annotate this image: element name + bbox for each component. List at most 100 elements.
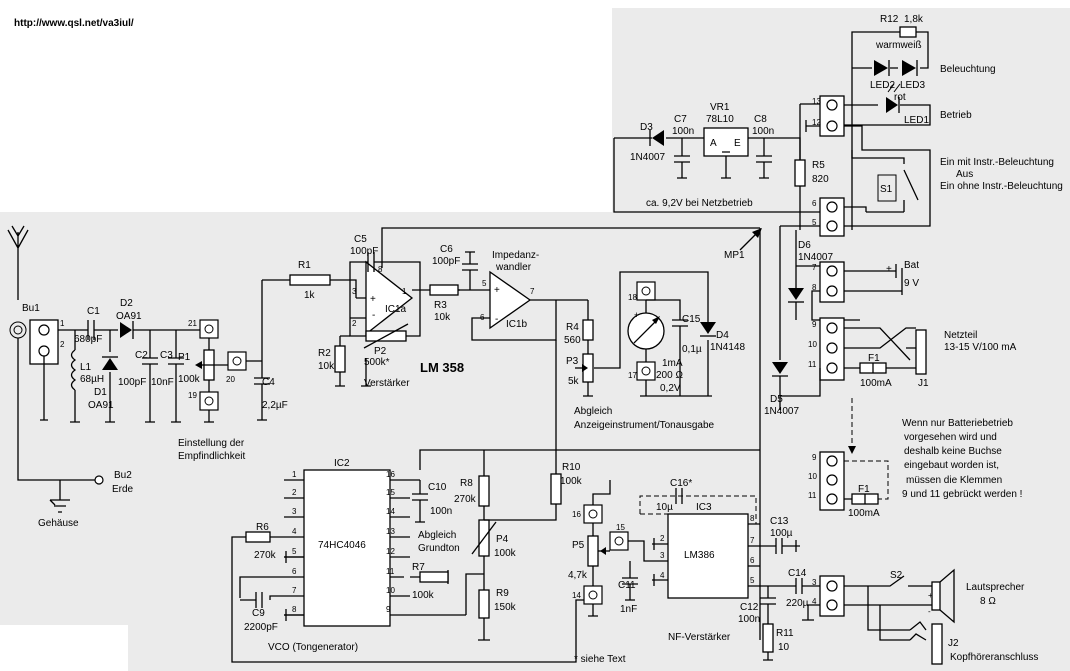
einst-label-2: Empfindlichkeit: [178, 451, 245, 462]
note-line-6: 9 und 11 gebrückt werden !: [902, 489, 1022, 500]
pin-label: 16: [386, 470, 395, 479]
s1-label: S1: [880, 184, 893, 195]
pin-label: 6: [750, 556, 755, 565]
switch-pos-2: Aus: [956, 169, 973, 180]
impedanz-label-2: wandler: [495, 262, 532, 273]
netzteil-value: 13-15 V/100 mA: [944, 342, 1017, 353]
pin-label: 13: [812, 97, 821, 106]
pin-label: 14: [386, 507, 395, 516]
pin-label: 16: [572, 510, 581, 519]
c7-value: 100n: [672, 126, 694, 137]
r4-value: 560: [564, 335, 581, 346]
bat-value: 9 V: [904, 278, 919, 289]
lm358-label: LM 358: [420, 360, 464, 375]
rot-label: rot: [894, 92, 906, 103]
c16-value: 10µ: [656, 502, 673, 513]
pin-label: 7: [292, 586, 297, 595]
ic3-chip: [667, 513, 749, 599]
abgleich-label-2: Anzeigeinstrument/Tonausgabe: [574, 420, 715, 431]
warmweiss-label: warmweiß: [875, 40, 922, 51]
meter-value-1: 1mA: [662, 358, 683, 369]
r3-label: R3: [434, 300, 447, 311]
r6-label: R6: [256, 522, 269, 533]
p4-label: P4: [496, 534, 509, 545]
pin-label: 19: [188, 391, 197, 400]
vco-label: VCO (Tongenerator): [268, 642, 358, 653]
r12-label: R12: [880, 14, 899, 25]
p5-label: P5: [572, 540, 585, 551]
d5-value: 1N4007: [764, 406, 799, 417]
minus-sign: -: [372, 310, 375, 321]
r12-value: 1,8k: [904, 14, 924, 25]
note-line-2: vorgesehen wird und: [904, 432, 997, 443]
c9-label: C9: [252, 608, 265, 619]
d1-label: D1: [94, 387, 107, 398]
r11-value: 10: [778, 642, 790, 653]
beleuchtung-label: Beleuchtung: [940, 64, 996, 75]
r9-value: 150k: [494, 602, 517, 613]
c2-value: 100pF: [118, 377, 146, 388]
verstaerker-label: Verstärker: [364, 378, 410, 389]
plus-sign: +: [634, 310, 639, 320]
pin-label: 8: [750, 514, 755, 523]
pin-label: 3: [292, 507, 297, 516]
pin-label: 5: [812, 218, 817, 227]
plus-sign: +: [886, 264, 892, 275]
pin-label: 2: [292, 488, 297, 497]
pin-label: 6: [292, 567, 297, 576]
led3-label: LED3: [900, 80, 925, 91]
terminal-18: [636, 281, 656, 301]
pin-label: 1: [402, 287, 407, 296]
vr1-value: 78L10: [706, 114, 734, 125]
c13-value: 100µ: [770, 528, 793, 539]
meter-value-3: 0,2V: [660, 383, 681, 394]
l1-value: 68µH: [80, 374, 104, 385]
p1-label: P1: [178, 352, 191, 363]
pin-label: 10: [808, 340, 817, 349]
r7-value: 100k: [412, 590, 435, 601]
c11-value: 1nF: [620, 604, 637, 615]
speaker-icon: [931, 568, 955, 624]
pin-label: 4: [660, 571, 665, 580]
r6-value: 270k: [254, 550, 277, 561]
p3-label: P3: [566, 356, 579, 367]
pin-label: 15: [386, 488, 395, 497]
vr-e-label: E: [734, 138, 741, 149]
c4-label: C4: [262, 377, 275, 388]
pin-label: 10: [386, 586, 395, 595]
c16-label: C16*: [670, 478, 692, 489]
pin-label: 1: [60, 319, 65, 328]
pin-label: 13: [386, 527, 395, 536]
c9-value: 2200pF: [244, 622, 278, 633]
terminal-17: [636, 361, 656, 381]
s2-label: S2: [890, 570, 903, 581]
pin-label: 15: [616, 523, 625, 532]
c11-label: C11: [618, 580, 636, 591]
c15-label: C15: [682, 314, 701, 325]
vr1-label: VR1: [710, 102, 730, 113]
c12-value: 100n: [738, 614, 760, 625]
terminal-21: [199, 319, 219, 339]
p4-value: 100k: [494, 548, 517, 559]
f1-label: F1: [858, 484, 870, 495]
plus-sign: +: [494, 285, 500, 296]
pin-label: 4: [812, 597, 817, 606]
terminal-14: [583, 585, 603, 605]
c12-label: C12: [740, 602, 759, 613]
ic1a-opamp: [365, 260, 414, 336]
pin-label: 11: [808, 491, 817, 500]
minus-sign: -: [928, 607, 931, 616]
c8-value: 100n: [752, 126, 774, 137]
j1-jack: [915, 329, 927, 375]
abgleich-grundton-1: Abgleich: [418, 530, 456, 541]
j1-label: J1: [918, 378, 929, 389]
betrieb-label: Betrieb: [940, 110, 972, 121]
c7-label: C7: [674, 114, 687, 125]
ic3-label: IC3: [696, 502, 712, 513]
l1-label: L1: [80, 362, 92, 373]
vr-a-label: A: [710, 138, 717, 149]
abgleich-grundton-2: Grundton: [418, 543, 460, 554]
j2-jack: [931, 623, 943, 665]
